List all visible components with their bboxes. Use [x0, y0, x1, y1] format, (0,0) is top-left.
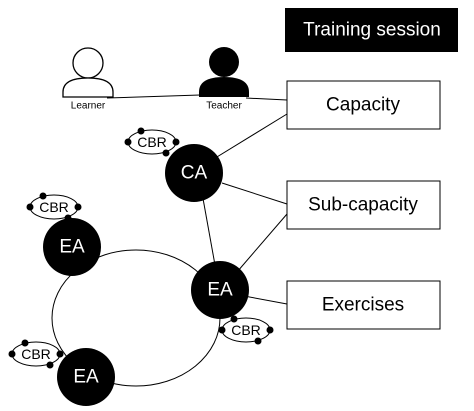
ca-ea-line	[201, 192, 216, 266]
sub-capacity-box: Sub-capacity	[286, 180, 441, 230]
learner-label: Learner	[71, 101, 106, 112]
cbr-label-ca: CBR	[137, 134, 167, 150]
capacity-box: Capacity	[286, 80, 441, 130]
ea-node-bottom-label: EA	[73, 367, 99, 388]
ea-node-left: EA	[43, 218, 101, 276]
ca-capacity-line	[211, 113, 288, 161]
cbr-loop-ea-bottom: CBR	[8, 339, 64, 369]
title-text: Training session	[303, 20, 441, 41]
ea-node-right: EA	[191, 261, 249, 319]
exercises-label: Exercises	[322, 295, 404, 316]
capacity-label: Capacity	[326, 95, 400, 116]
cbr-loop-ea-right: CBR	[218, 315, 274, 345]
cbr-loop-ea-left: CBR	[26, 192, 82, 222]
ea-exercises-line	[243, 295, 288, 305]
ea-node-right-label: EA	[207, 280, 233, 301]
connectors	[51, 94, 288, 387]
title-banner: Training session	[285, 8, 458, 52]
teacher-capacity-line	[245, 97, 288, 101]
ca-subcapacity-line	[221, 182, 288, 205]
exercises-box: Exercises	[286, 280, 441, 330]
ca-node-label: CA	[181, 163, 208, 184]
cbr-loop-ca: CBR	[124, 127, 180, 157]
ea-subcapacity-line	[236, 213, 288, 273]
ea-node-bottom: EA	[57, 348, 115, 406]
cbr-label-ea-bottom: CBR	[21, 346, 51, 362]
cbr-label-ea-right: CBR	[231, 322, 261, 338]
sub-capacity-label: Sub-capacity	[308, 195, 418, 216]
cbr-label-ea-left: CBR	[39, 199, 69, 215]
ea-node-left-label: EA	[59, 237, 85, 258]
teacher-label: Teacher	[206, 101, 242, 112]
learner-icon	[62, 47, 114, 98]
learner-teacher-line	[106, 94, 201, 99]
teacher-icon	[199, 47, 249, 97]
ca-node: CA	[165, 144, 223, 202]
